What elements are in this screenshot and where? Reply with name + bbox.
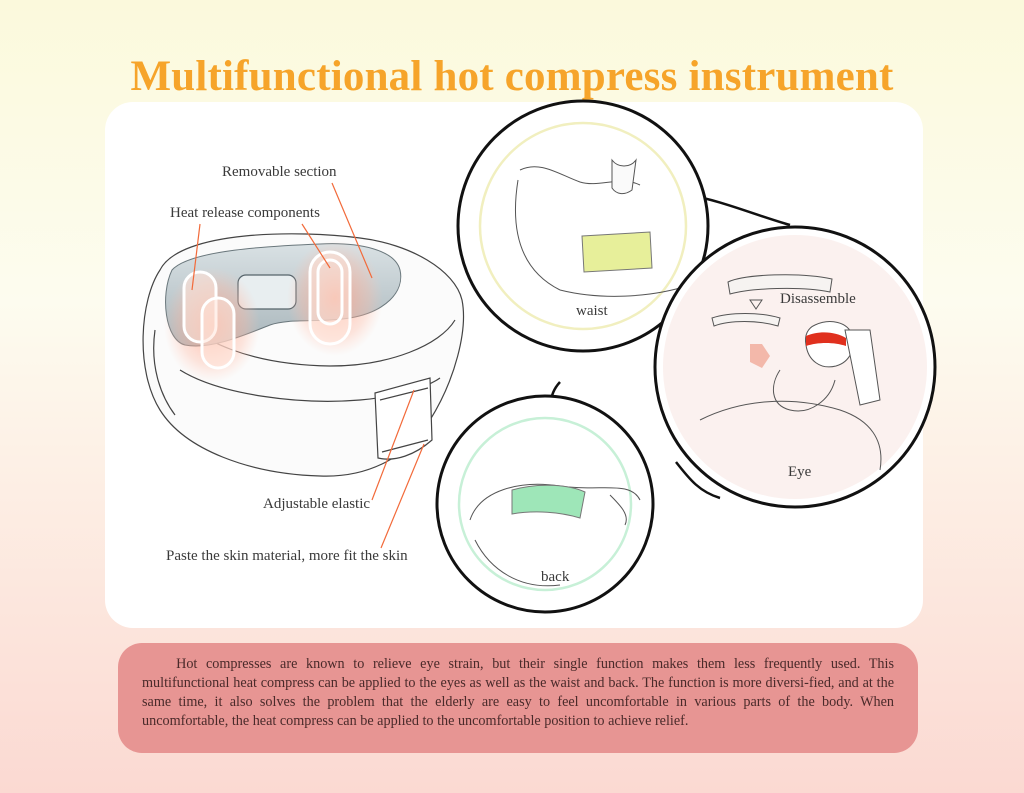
label-heat-release-components: Heat release components [170, 205, 320, 221]
heat-component-left [182, 270, 236, 370]
waist-band [581, 231, 653, 273]
back-band [511, 484, 586, 519]
label-disassemble: Disassemble [780, 291, 856, 307]
waist-bubble [456, 99, 710, 353]
heat-component-right [308, 250, 352, 346]
description-box: Hot compresses are known to relieve eye … [118, 643, 918, 753]
label-removable-section: Removable section [222, 164, 337, 180]
label-adjustable-elastic: Adjustable elastic [263, 496, 371, 512]
description-text: Hot compresses are known to relieve eye … [142, 656, 894, 729]
label-paste-skin: Paste the skin material, more fit the sk… [166, 548, 408, 564]
label-eye: Eye [788, 464, 812, 480]
page-title: Multifunctional hot compress instrument [130, 53, 894, 100]
label-waist: waist [576, 303, 608, 319]
leader-lines [191, 182, 425, 549]
label-back: back [541, 569, 570, 585]
eye-bubble [653, 225, 937, 509]
eye-mask [806, 332, 846, 346]
back-bubble [435, 394, 655, 614]
